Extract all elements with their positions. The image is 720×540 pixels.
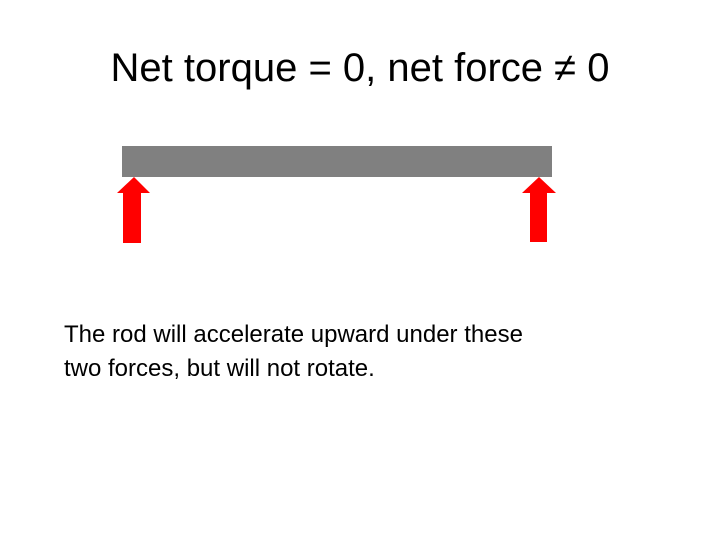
right-force-arrow <box>522 177 556 242</box>
left-force-arrow <box>117 177 150 243</box>
caption-line-1: The rod will accelerate upward under the… <box>64 321 523 348</box>
slide-title: Net torque = 0, net force ≠ 0 <box>110 46 610 90</box>
rod <box>122 146 552 177</box>
caption: The rod will accelerate upward under the… <box>64 318 684 386</box>
caption-line-2: two forces, but will not rotate. <box>64 355 375 382</box>
